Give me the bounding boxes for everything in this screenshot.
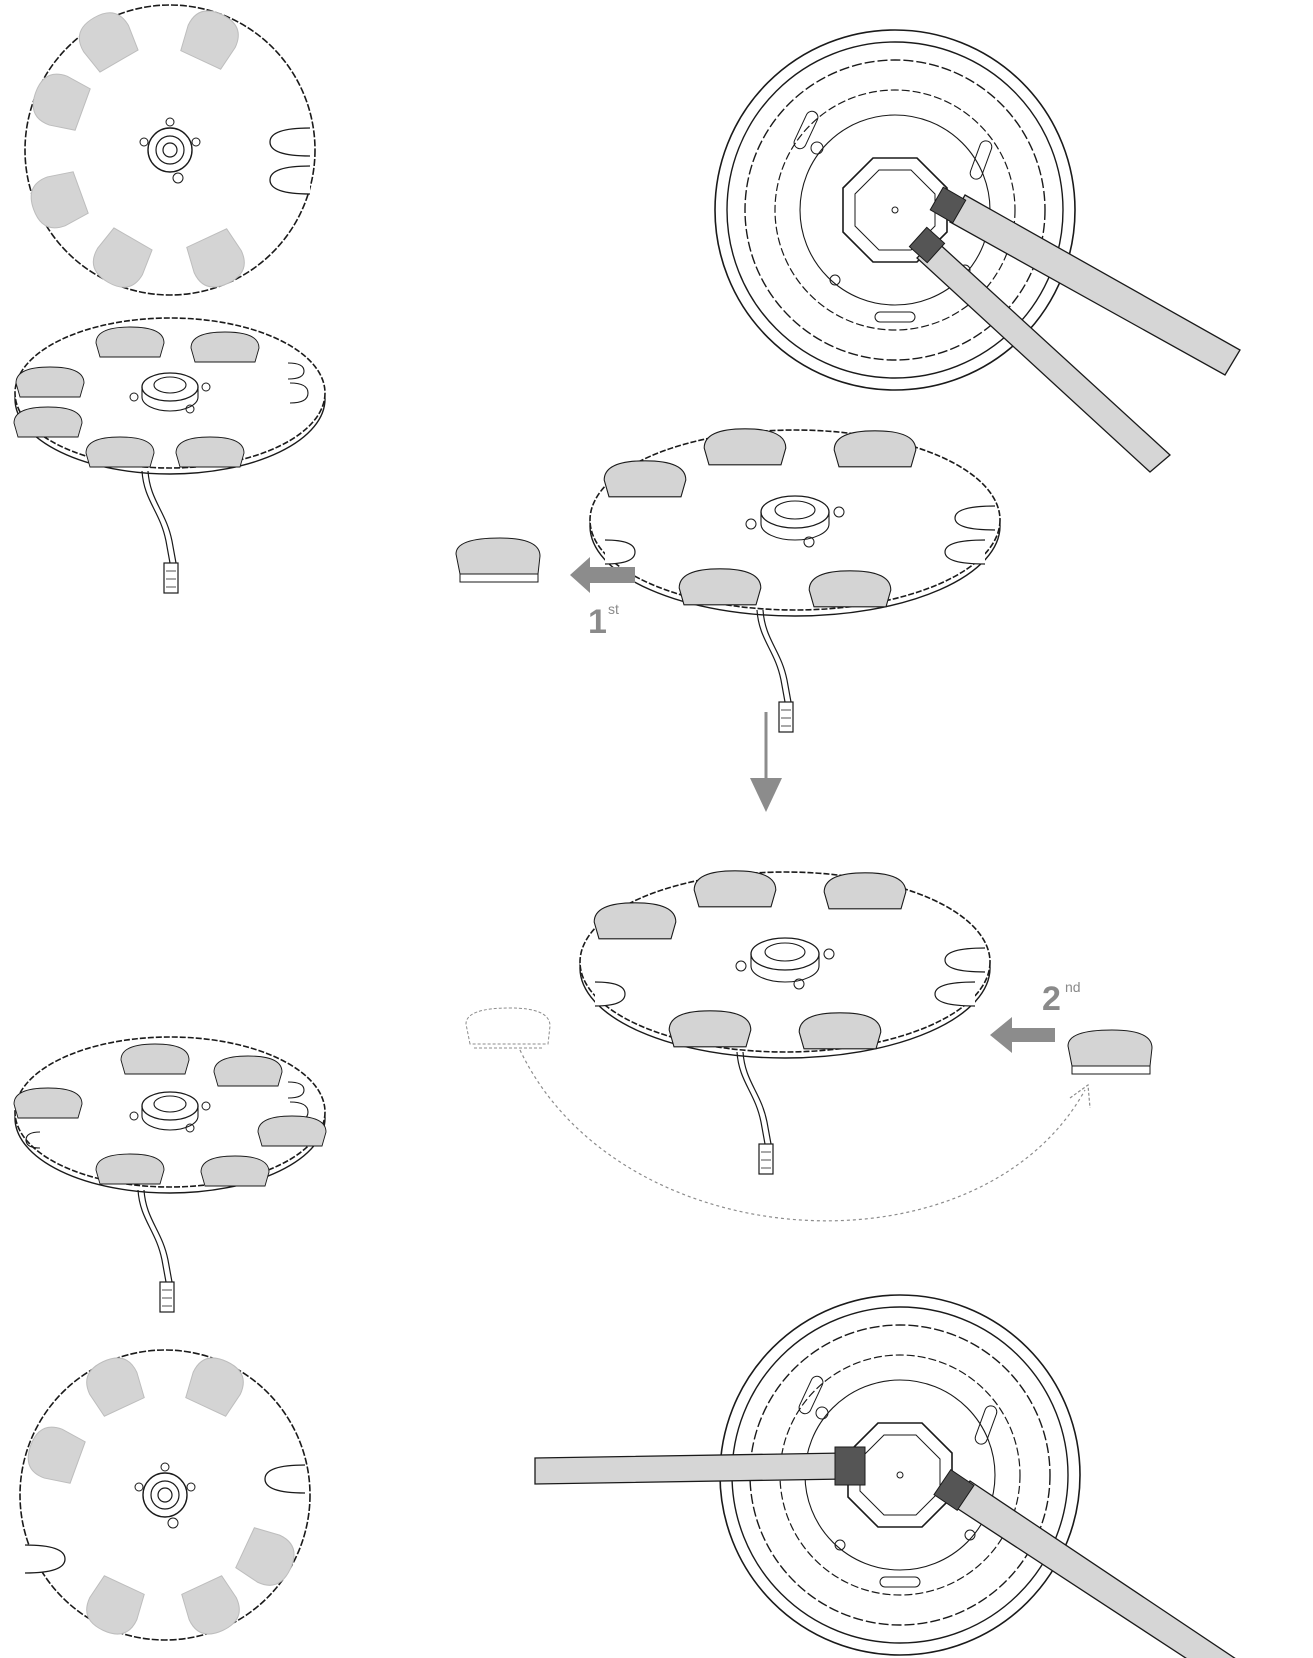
pipe-2 [908, 226, 1171, 473]
fixture-two-connectors-bottom [534, 1294, 1236, 1658]
arrow-left-icon-2 [990, 1017, 1055, 1053]
disc-top-view-2 [19, 1349, 311, 1642]
removed-pad-1 [455, 537, 541, 583]
ghost-pad [465, 1007, 551, 1049]
disc-perspective-3 [579, 870, 991, 1175]
step-suffix-first: st [608, 601, 619, 617]
disc-perspective-1 [13, 317, 326, 594]
step-number-second: 2 [1042, 980, 1061, 1018]
pipe-1 [929, 186, 1241, 376]
disc-perspective-2 [589, 428, 1001, 733]
disc-perspective-4 [13, 1036, 327, 1313]
pipe-4 [933, 1469, 1236, 1658]
step-label-second: 2 nd [1042, 979, 1081, 1018]
disc-top-view-1 [24, 3, 316, 296]
arrow-down-icon [750, 712, 782, 812]
dashed-curved-arrow-icon [519, 1049, 1091, 1222]
step-number-first: 1 [588, 603, 607, 641]
step-label-first: 1 st [588, 601, 619, 641]
arrow-left-icon [570, 557, 635, 593]
fixture-two-connectors-top [714, 29, 1241, 473]
pipe-3 [534, 1446, 866, 1486]
inserted-pad [1067, 1029, 1153, 1075]
step-suffix-second: nd [1065, 979, 1081, 995]
